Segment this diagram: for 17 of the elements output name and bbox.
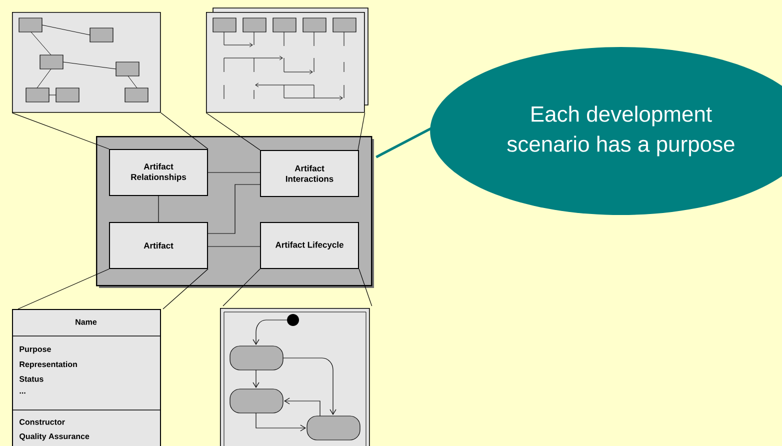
leader-line (222, 268, 260, 306)
class-box: Name Purpose Representation Status ... Constructor Quality Assurance (12, 309, 161, 446)
leader-line (12, 112, 110, 150)
leader-line (160, 112, 208, 150)
process-box: Artifact Lifecycle (260, 222, 359, 269)
leader-line (18, 268, 110, 310)
leader-line (358, 268, 372, 306)
connector-line (208, 172, 260, 173)
connector-line (158, 196, 159, 222)
leader-line (206, 112, 260, 150)
callout-line (376, 126, 432, 158)
process-box: Artifact Relationships (109, 149, 208, 196)
connector-line (208, 246, 260, 247)
leader-line (162, 268, 208, 310)
process-box: Artifact (109, 222, 208, 269)
process-box: Artifact Interactions (260, 150, 359, 197)
connector-line (208, 184, 260, 234)
